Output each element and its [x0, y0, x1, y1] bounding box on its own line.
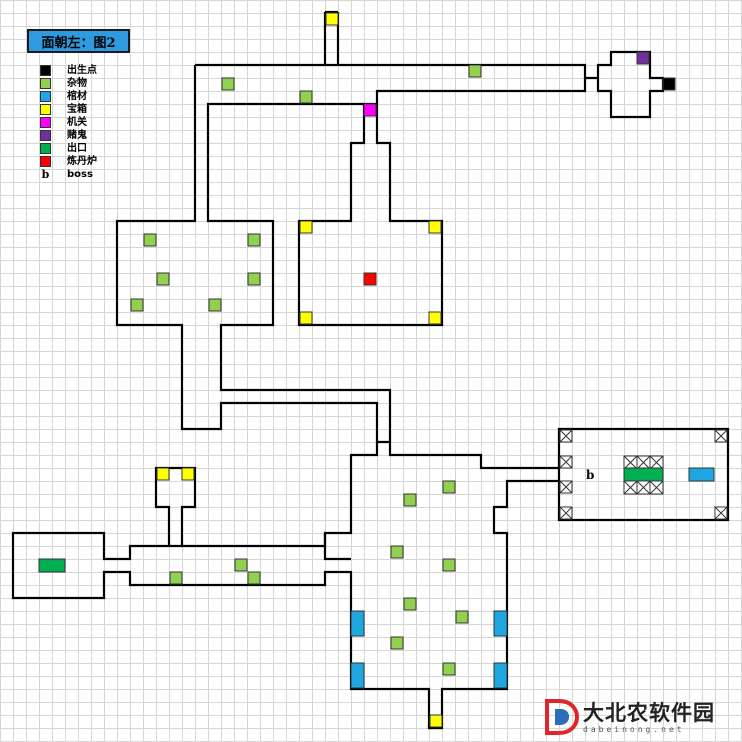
misc-marker	[247, 571, 261, 585]
chest-marker	[181, 467, 195, 481]
legend-label: 机关	[67, 117, 87, 128]
misc-marker	[234, 558, 248, 572]
misc-marker	[208, 298, 222, 312]
coffin-swatch	[40, 91, 51, 102]
map-title: 面朝左：图2	[27, 29, 130, 53]
misc-marker	[299, 90, 313, 104]
watermark-url: dabeinong.net	[583, 724, 685, 734]
coffin-marker	[688, 467, 715, 482]
chest-marker	[156, 467, 170, 481]
legend-label: 赌鬼	[67, 130, 87, 141]
legend-label: 杂物	[67, 78, 87, 89]
blocked-tile-cross	[636, 455, 651, 470]
blocked-tile-cross	[714, 506, 728, 520]
legend-label: 炼丹炉	[67, 156, 97, 167]
misc-marker	[442, 662, 456, 676]
mechanism-marker	[363, 103, 377, 117]
watermark: 大北农软件园 dabeinong.net	[543, 695, 739, 739]
misc-marker	[403, 597, 417, 611]
watermark-title: 大北农软件园	[583, 700, 715, 725]
exit-swatch	[40, 143, 51, 154]
boss-symbol: b	[41, 168, 50, 181]
chest-marker	[428, 311, 442, 325]
legend-row-gambling-ghost: 赌鬼	[40, 129, 97, 142]
legend-label: boss	[67, 169, 93, 180]
misc-marker	[390, 636, 404, 650]
mechanism-swatch	[40, 117, 51, 128]
misc-marker	[468, 64, 482, 78]
misc-marker	[403, 493, 417, 507]
misc-marker	[156, 272, 170, 286]
watermark-logo-icon	[545, 699, 579, 735]
misc-marker	[442, 558, 456, 572]
misc-marker	[247, 233, 261, 247]
legend-row-furnace: 炼丹炉	[40, 155, 97, 168]
legend-row-spawn: 出生点	[40, 64, 97, 77]
legend-label: 宝箱	[67, 104, 87, 115]
coffin-marker	[350, 610, 365, 637]
misc-marker	[130, 298, 144, 312]
chest-marker	[325, 12, 339, 26]
boss-exit-marker	[623, 467, 664, 482]
chest-marker	[428, 220, 442, 234]
legend: 出生点 杂物 棺材 宝箱 机关 赌鬼 出口 炼丹炉 b boss	[40, 64, 97, 181]
legend-row-misc: 杂物	[40, 77, 97, 90]
furnace-marker	[363, 272, 377, 286]
gambling-ghost-swatch	[40, 130, 51, 141]
legend-label: 出生点	[67, 65, 97, 76]
blocked-tile-cross	[559, 455, 573, 469]
blocked-tile-cross	[623, 480, 638, 495]
chest-marker	[299, 220, 313, 234]
chest-marker	[429, 714, 443, 728]
legend-row-boss: b boss	[40, 168, 97, 181]
map-walls	[11, 10, 730, 730]
blocked-tile-cross	[649, 480, 664, 495]
legend-row-chest: 宝箱	[40, 103, 97, 116]
misc-marker	[221, 77, 235, 91]
blocked-tile-cross	[623, 455, 638, 470]
coffin-marker	[493, 610, 508, 637]
legend-label: 棺材	[67, 91, 87, 102]
map-markers	[38, 12, 728, 728]
chest-marker	[299, 311, 313, 325]
blocked-tile-cross	[559, 429, 573, 443]
chest-swatch	[40, 104, 51, 115]
misc-marker	[455, 610, 469, 624]
coffin-marker	[493, 662, 508, 689]
blocked-tile-cross	[559, 480, 573, 494]
misc-marker	[143, 233, 157, 247]
gambling-ghost-marker	[636, 51, 650, 65]
misc-marker	[442, 480, 456, 494]
furnace-swatch	[40, 156, 51, 167]
blocked-tile-cross	[714, 429, 728, 443]
boss-marker: b	[586, 468, 595, 482]
blocked-tile-cross	[649, 455, 664, 470]
spawn-marker	[662, 77, 676, 91]
legend-row-coffin: 棺材	[40, 90, 97, 103]
misc-marker	[390, 545, 404, 559]
misc-swatch	[40, 78, 51, 89]
legend-label: 出口	[67, 143, 87, 154]
coffin-marker	[350, 662, 365, 689]
blocked-tile-cross	[559, 506, 573, 520]
spawn-swatch	[40, 65, 51, 76]
legend-row-exit: 出口	[40, 142, 97, 155]
misc-marker	[247, 272, 261, 286]
exit-marker	[38, 558, 66, 573]
blocked-tile-cross	[636, 480, 651, 495]
legend-row-mechanism: 机关	[40, 116, 97, 129]
misc-marker	[169, 571, 183, 585]
